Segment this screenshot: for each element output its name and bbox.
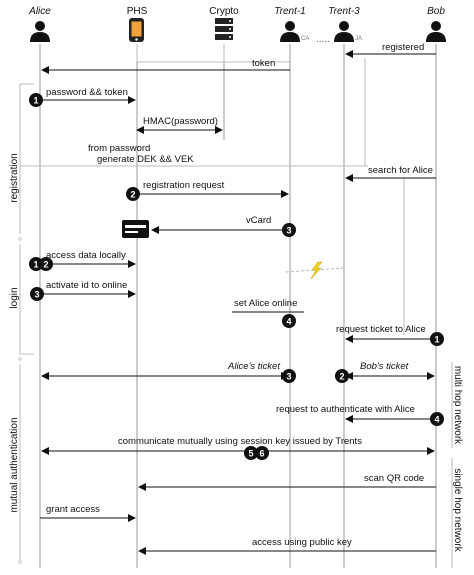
svg-text:1: 1 — [33, 260, 38, 270]
svg-text:6: 6 — [259, 449, 264, 459]
phase-brackets — [19, 83, 34, 562]
svg-text:1: 1 — [33, 96, 38, 106]
phase-single-hop: single hop network — [452, 468, 463, 552]
actor-trent1: Trent-1 CA — [274, 6, 309, 42]
msg-password-token: password && token — [46, 87, 128, 98]
msg-communicate: communicate mutually using session key i… — [118, 436, 362, 447]
phase-mutual-auth: mutual authentication — [9, 417, 20, 512]
msg-set-online: set Alice online — [234, 298, 297, 309]
phase-login: login — [9, 287, 20, 308]
actor-bob-label: Bob — [427, 6, 445, 17]
card-icon — [122, 220, 149, 238]
trent3-badge: JA — [355, 36, 362, 42]
lightning-icon — [310, 261, 323, 280]
svg-text:1: 1 — [434, 335, 439, 345]
step-badge: 2 — [126, 187, 140, 201]
step-badge: 1 — [29, 93, 43, 107]
svg-text:2: 2 — [339, 372, 344, 382]
actor-trent1-label: Trent-1 — [274, 6, 306, 17]
person-icon — [30, 21, 50, 42]
svg-text:4: 4 — [434, 415, 439, 425]
msg-hmac: HMAC(password) — [143, 116, 218, 127]
msg-scan-qr: scan QR code — [364, 473, 424, 484]
actor-trent3: Trent-3 JA — [328, 6, 362, 42]
phase-multi-hop: multi hop network — [452, 366, 463, 445]
actor-crypto-label: Crypto — [209, 6, 239, 17]
msg-bobs-ticket: Bob's ticket — [360, 361, 409, 372]
phone-icon — [129, 18, 144, 42]
svg-text:2: 2 — [43, 260, 48, 270]
trent1-badge: CA — [301, 36, 309, 42]
msg-activate: activate id to online — [46, 280, 127, 291]
person-icon — [280, 21, 300, 42]
phase-registration: registration — [9, 153, 20, 202]
msg-grant-access: grant access — [46, 504, 100, 515]
step-badge: 2 — [39, 257, 53, 271]
svg-text:4: 4 — [286, 317, 291, 327]
actor-trent3-label: Trent-3 — [328, 6, 360, 17]
msg-token: token — [252, 58, 275, 69]
actor-crypto: Crypto — [209, 6, 239, 40]
msg-request-ticket: request ticket to Alice — [336, 324, 426, 335]
msg-access-data: access data locally — [46, 250, 126, 261]
actor-alice: Alice — [28, 6, 51, 42]
msg-vcard: vCard — [246, 215, 271, 226]
msg-search-alice: search for Alice — [368, 165, 433, 176]
svg-text:3: 3 — [286, 372, 291, 382]
person-icon — [426, 21, 446, 42]
msg-alices-ticket: Alice's ticket — [227, 361, 280, 372]
step-badge: 5 — [244, 446, 258, 460]
step-badge: 2 — [335, 369, 349, 383]
step-badge: 3 — [282, 223, 296, 237]
step-badge: 6 — [255, 446, 269, 460]
svg-text:5: 5 — [248, 449, 253, 459]
msg-from-password: from password — [88, 143, 150, 154]
svg-text:3: 3 — [34, 290, 39, 300]
step-badge: 4 — [430, 412, 444, 426]
step-badge: 3 — [282, 369, 296, 383]
actor-phs-label: PHS — [127, 6, 148, 17]
lifelines — [39, 44, 437, 568]
svg-text:3: 3 — [286, 226, 291, 236]
step-badge: 3 — [30, 287, 44, 301]
step-badge: 1 — [430, 332, 444, 346]
ellipsis: ..... — [316, 34, 330, 45]
msg-generate-keys: generate DEK && VEK — [97, 154, 194, 165]
msg-request-auth: request to authenticate with Alice — [276, 404, 415, 415]
actor-phs: PHS — [127, 6, 148, 42]
phase-bracket-dots — [18, 237, 22, 564]
actor-bob: Bob — [426, 6, 446, 42]
msg-registration-request: registration request — [143, 180, 225, 191]
svg-text:2: 2 — [130, 190, 135, 200]
actor-alice-label: Alice — [28, 6, 51, 17]
msg-access-public-key: access using public key — [252, 537, 352, 548]
step-badge: 1 — [29, 257, 43, 271]
step-badge: 4 — [282, 314, 296, 328]
msg-registered: registered — [382, 42, 424, 53]
server-icon — [215, 18, 233, 40]
person-icon — [334, 21, 354, 42]
